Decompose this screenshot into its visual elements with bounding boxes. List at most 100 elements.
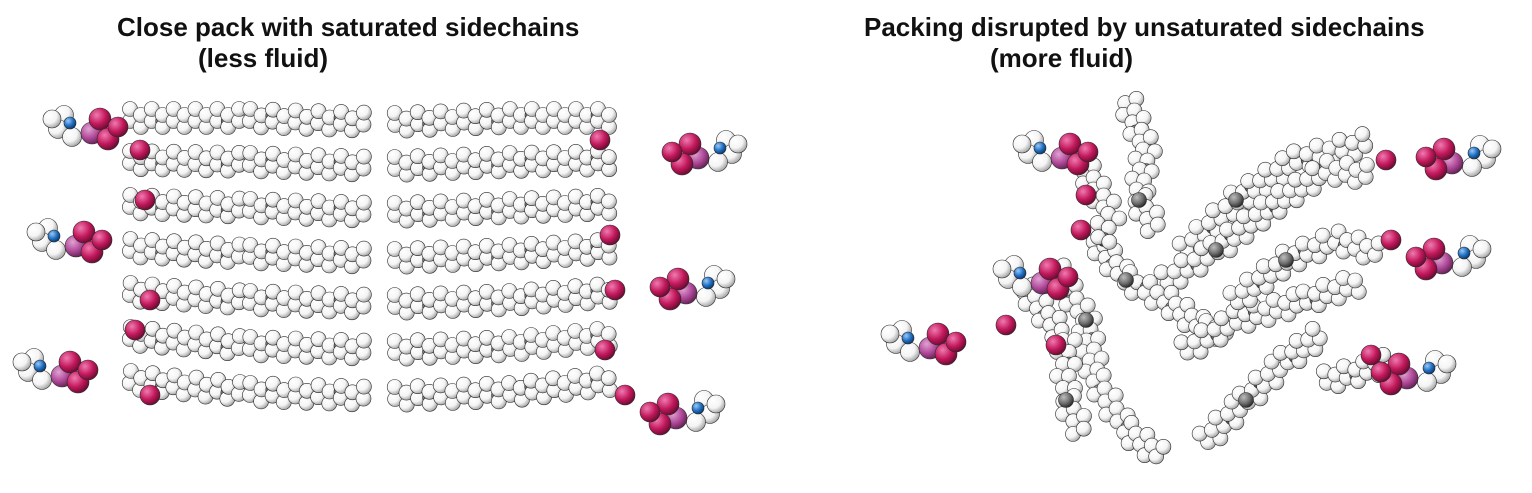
lipid-head-group-nitrogen-atom (1467, 146, 1481, 160)
lipid-head-group-hydrogen-atom (1462, 157, 1482, 177)
saturated-fatty-acid-chain-hydrogen-atom (356, 194, 372, 211)
lipid-head-group-hydrogen-atom (686, 412, 706, 432)
unsaturated-fatty-acid-chain-hydrogen-atom (1075, 420, 1092, 437)
double-bond-carbon-atom (1078, 312, 1094, 328)
saturated-fatty-acid-chain-hydrogen-atom (356, 148, 372, 165)
lipid-head-group-nitrogen-atom (691, 401, 705, 415)
lipid-head-group-hydrogen-atom (1437, 354, 1457, 374)
unsaturated-fatty-acid-chain-hydrogen-atom (1331, 132, 1348, 148)
saturated-fatty-acid-chain-hydrogen-atom (601, 107, 617, 123)
double-bond-carbon-atom (1058, 392, 1074, 408)
ester-oxygen-atom (1375, 149, 1397, 171)
unsaturated-fatty-acid-chain-hydrogen-atom (1155, 438, 1172, 455)
unsaturated-fatty-acid-chain-hydrogen-atom (1101, 234, 1118, 250)
saturated-membrane-panel: Close pack with saturated sidechains (le… (12, 12, 748, 436)
unsaturated-fatty-acid-chain-hydrogen-atom (1285, 143, 1302, 160)
lipid-head-group-hydrogen-atom (26, 222, 46, 242)
unsaturated-fatty-acid-chain-hydrogen-atom (1304, 320, 1321, 337)
lipid-head-group-hydrogen-atom (12, 352, 32, 372)
lipid-head-group-oxygen-atom (1057, 266, 1079, 288)
ester-oxygen-atom (1075, 184, 1097, 206)
ester-oxygen-atom (129, 139, 151, 161)
ester-oxygen-atom (1380, 229, 1402, 251)
saturated-fatty-acid-chain-hydrogen-atom (601, 149, 617, 165)
saturated-fatty-acid-chain-hydrogen-atom (356, 378, 372, 395)
double-bond-carbon-atom (1238, 392, 1254, 408)
unsaturated-fatty-acid-chain-hydrogen-atom (1354, 126, 1371, 142)
saturated-fatty-acid-chain-hydrogen-atom (356, 332, 372, 349)
lipid-head-group-hydrogen-atom (880, 324, 900, 344)
lipid-head-group-oxygen-atom (678, 132, 702, 156)
lipid-head-group-oxygen-atom (72, 220, 96, 244)
lipid-head-group-hydrogen-atom (708, 152, 728, 172)
lipid-head-group-nitrogen-atom (701, 276, 715, 290)
lipid-head-group-oxygen-atom (661, 141, 683, 163)
lipid-head-group-oxygen-atom (1432, 137, 1456, 161)
lipid-head-group-nitrogen-atom (47, 229, 61, 243)
double-bond-carbon-atom (1208, 242, 1224, 258)
lipid-head-group-hydrogen-atom (1482, 139, 1502, 159)
lipid-head-group-hydrogen-atom (1012, 134, 1032, 154)
unsaturated-fatty-acid-chain-hydrogen-atom (1213, 310, 1230, 327)
lipid-head-group-hydrogen-atom (716, 269, 736, 289)
lipid-head-group-nitrogen-atom (1422, 361, 1436, 375)
left-panel-title: Close pack with saturated sidechains (117, 12, 580, 42)
lipid-head-group-nitrogen-atom (33, 359, 47, 373)
ester-oxygen-atom (995, 314, 1017, 336)
double-bond-carbon-atom (1118, 272, 1134, 288)
ester-oxygen-atom (589, 129, 611, 151)
unsaturated-fatty-acid-chain-hydrogen-atom (1095, 367, 1112, 384)
lipid-head-group-nitrogen-atom (1013, 266, 1027, 280)
saturated-lipid-bilayer-model (12, 101, 748, 436)
lipid-head-group-hydrogen-atom (32, 370, 52, 390)
unsaturated-fatty-acid-chain-hydrogen-atom (1149, 216, 1166, 233)
saturated-fatty-acid-chain-hydrogen-atom (356, 286, 372, 303)
ester-oxygen-atom (604, 279, 626, 301)
lipid-head-group-oxygen-atom (639, 401, 661, 423)
lipid-head-group-oxygen-atom (666, 267, 690, 291)
lipid-head-group-oxygen-atom (656, 392, 680, 416)
lipid-head-group-hydrogen-atom (1452, 257, 1472, 277)
lipid-head-group-hydrogen-atom (46, 240, 66, 260)
ester-oxygen-atom (1045, 334, 1067, 356)
lipid-head-group-oxygen-atom (77, 359, 99, 381)
unsaturated-fatty-acid-chain-hydrogen-atom (1314, 227, 1331, 244)
unsaturated-fatty-acid-chain-hydrogen-atom (1274, 150, 1291, 166)
double-bond-carbon-atom (1228, 192, 1244, 208)
lipid-head-group-hydrogen-atom (992, 259, 1012, 279)
lipid-head-group-nitrogen-atom (63, 116, 77, 130)
unsaturated-fatty-acid-chain-hydrogen-atom (1142, 129, 1159, 145)
lipid-head-group-oxygen-atom (88, 107, 112, 131)
lipid-head-group-hydrogen-atom (696, 287, 716, 307)
saturated-fatty-acid-chain-hydrogen-atom (600, 326, 617, 342)
lipid-head-group-oxygen-atom (107, 116, 129, 138)
saturated-fatty-acid-chain-hydrogen-atom (600, 370, 617, 387)
lipid-head-group-hydrogen-atom (1032, 152, 1052, 172)
ester-oxygen-atom (134, 189, 156, 211)
unsaturated-fatty-acid-chain-hydrogen-atom (1308, 137, 1325, 154)
lipid-head-group-nitrogen-atom (901, 331, 915, 345)
lipid-head-group-hydrogen-atom (1472, 239, 1492, 259)
lipid-head-group-oxygen-atom (1058, 132, 1082, 156)
lipid-head-group-nitrogen-atom (1457, 246, 1471, 260)
lipid-head-group-oxygen-atom (91, 229, 113, 251)
saturated-fatty-acid-chain-hydrogen-atom (356, 104, 372, 121)
lipid-head-group-oxygen-atom (1370, 361, 1392, 383)
lipid-head-group-hydrogen-atom (1012, 277, 1032, 297)
ester-oxygen-atom (124, 319, 146, 341)
left-panel-subtitle: (less fluid) (198, 43, 329, 73)
lipid-head-group-hydrogen-atom (42, 109, 62, 129)
ester-oxygen-atom (614, 384, 636, 406)
saturated-fatty-acid-chain-hydrogen-atom (356, 240, 372, 257)
unsaturated-membrane-panel: Packing disrupted by unsaturated sidecha… (766, 0, 1532, 493)
lipid-head-group-oxygen-atom (1038, 257, 1062, 281)
right-panel-subtitle: (more fluid) (990, 43, 1133, 73)
saturated-fatty-acid-chain-hydrogen-atom (601, 193, 617, 210)
lipid-head-group-oxygen-atom (1422, 237, 1446, 261)
unsaturated-fatty-acid-chain-hydrogen-atom (1107, 387, 1124, 404)
double-bond-carbon-atom (1278, 252, 1294, 268)
unsaturated-fatty-acid-chain-hydrogen-atom (1193, 322, 1210, 339)
lipid-head-group-oxygen-atom (926, 322, 950, 346)
ester-oxygen-atom (139, 289, 161, 311)
lipid-head-group-oxygen-atom (58, 350, 82, 374)
